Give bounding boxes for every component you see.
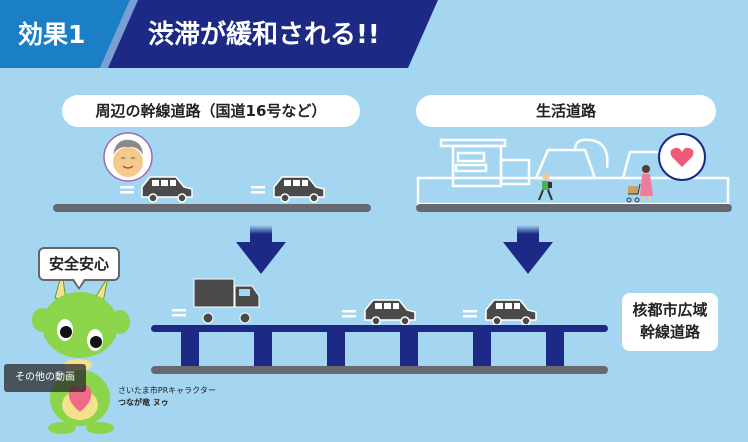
car-icon — [273, 176, 325, 203]
speed-lines-icon — [120, 186, 134, 194]
elevated-highway — [151, 325, 608, 366]
title-band — [108, 0, 438, 68]
speed-lines-icon — [463, 310, 477, 318]
hub-road-label: 核都市広域 幹線道路 — [622, 293, 718, 351]
safety-callout: 安全安心 — [38, 247, 120, 281]
effect-band — [0, 0, 130, 68]
effect-label: 効果1 — [18, 20, 86, 49]
arterial-road — [53, 204, 371, 212]
speed-lines-icon — [251, 186, 265, 194]
header-banner: 効果1 渋滞が緩和される!! — [0, 0, 748, 68]
more-videos-button[interactable]: その他の動画 — [4, 364, 86, 392]
character-caption-line1: さいたま市PRキャラクター — [118, 386, 216, 395]
car-icon — [485, 299, 537, 326]
arterial-road-label: 周辺の幹線道路（国道16号など） — [62, 95, 360, 127]
header-stripe — [100, 0, 138, 68]
header-title: 渋滞が緩和される!! — [148, 20, 380, 50]
heart-icon — [658, 133, 706, 181]
character-caption: さいたま市PRキャラクター つなが竜 ヌゥ — [118, 385, 216, 409]
local-road-label: 生活道路 — [416, 95, 716, 127]
down-arrow-icon — [503, 225, 553, 274]
hub-road-label-line2: 幹線道路 — [639, 323, 700, 341]
mascot-dragon-icon — [32, 271, 130, 434]
callout-tail-fill — [74, 279, 84, 287]
character-name: つなが竜 ヌゥ — [118, 398, 169, 407]
smiling-elder-icon — [103, 132, 153, 182]
car-icon — [364, 299, 416, 326]
speed-lines-icon — [342, 310, 356, 318]
child-running-icon — [538, 173, 553, 201]
header-shapes — [0, 0, 438, 68]
ground-road — [151, 366, 608, 374]
speed-lines-icon — [172, 309, 186, 317]
truck-icon — [193, 278, 260, 324]
down-arrow-icon — [236, 225, 286, 274]
parent-with-stroller-icon — [626, 165, 653, 203]
local-road — [416, 204, 732, 212]
car-icon — [141, 176, 193, 203]
hub-road-label-line1: 核都市広域 — [632, 301, 708, 319]
